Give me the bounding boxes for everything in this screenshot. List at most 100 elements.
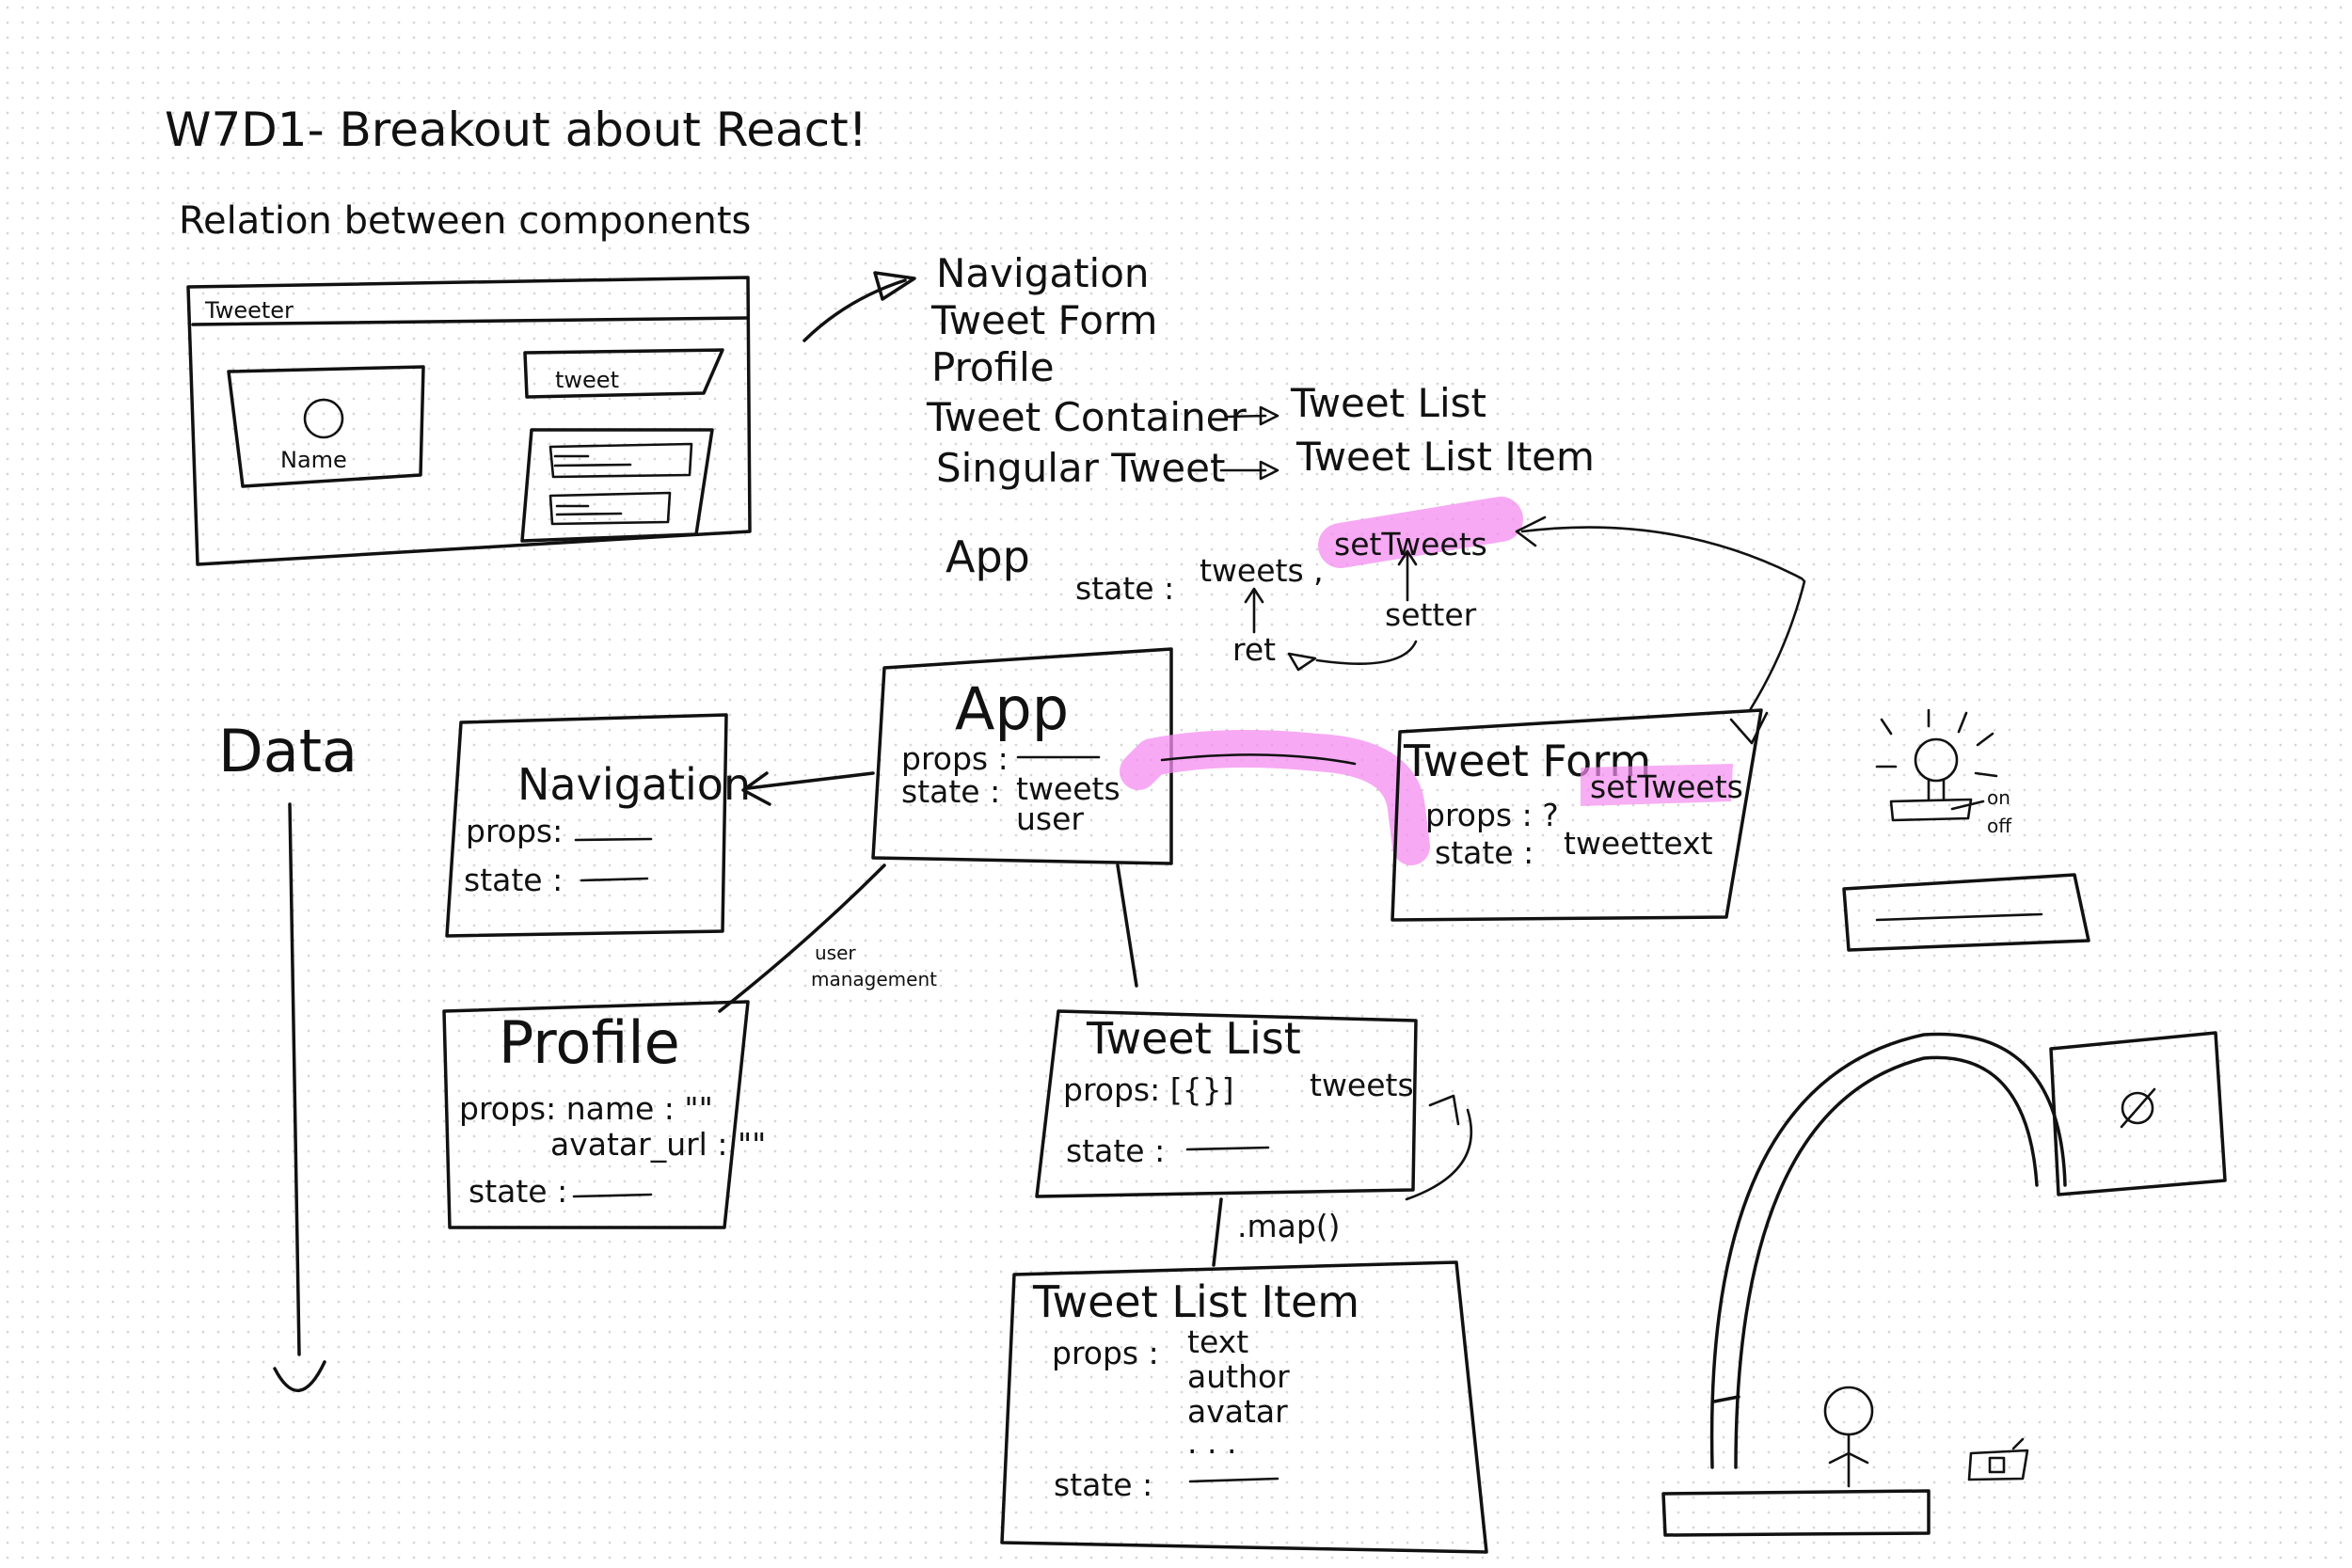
mockup-profile-name: Name [280,447,347,473]
app-to-profile-edge [718,863,886,1013]
arrow-head [1287,652,1317,672]
empty-value-line [580,877,649,882]
app-box-state-value: user [1016,800,1084,837]
lightbulb-icon [1914,737,1959,783]
empty-value-line [1185,1146,1270,1151]
tweet-list-item-props-value: author [1187,1358,1290,1395]
ui-mockup-sketch: Tweeter Name tweet [186,276,752,566]
set-tweets-flow-line [1160,753,1357,766]
setter-highlight [1318,497,1523,568]
state-note-ret: ret [1232,631,1276,668]
app-to-tweet-list-edge [1116,863,1138,988]
light-rays [1875,708,1998,778]
edge-label-management: management [811,968,937,990]
component-list: Navigation Tweet Form Profile Tweet Cont… [926,250,1595,491]
state-note-app-label: App [946,531,1030,582]
ball-icon [2121,1091,2154,1125]
arrow-head [1515,515,1547,547]
tweet-list-item-props-value: . . . [1187,1424,1236,1461]
navigation-component-box: Navigation props: state : [445,713,751,938]
tweet-list-box-props-value: tweets [1310,1067,1414,1103]
tweet-list-item-component-box: Tweet List Item props : text author avat… [1000,1260,1488,1554]
tweet-form-to-setter-edge [1520,526,1806,712]
app-box-state: state : [901,773,1000,810]
mockup-tweet-item [548,491,672,526]
mockup-tweet-input [523,348,724,399]
empty-value-line [574,837,653,842]
arrow-head [1729,711,1769,745]
stick-figure-body [1828,1433,1869,1488]
app-box-title: App [955,674,1069,743]
app-component-box: App props : state : tweets user [871,647,1173,865]
profile-box-state: state : [469,1173,567,1210]
mockup-window [186,276,752,566]
tweet-list-item-box-props: props : [1052,1335,1159,1371]
toggle-off-label: off [1987,815,2012,837]
data-flow-line [288,802,301,1356]
component-rename: Tweet List Item [1295,434,1595,480]
data-flow-arrowhead [273,1360,326,1392]
navigation-box-state: state : [464,862,563,898]
navigation-box-outline [445,713,728,938]
mockup-app-label: Tweeter [204,297,294,324]
basketball-hoop-sketch [1661,1031,2227,1537]
tweet-list-box-state: state : [1066,1132,1165,1169]
mockup-tweet-list [520,428,714,543]
state-note-setter: setter [1385,596,1477,633]
tweet-list-item-props-value: text [1187,1323,1248,1360]
board-title: W7D1- Breakout about React! [165,103,867,157]
rename-arrow [1219,460,1279,481]
lightbulb-base [1927,779,1946,801]
navigation-box-props: props: [466,813,563,849]
score-box-mark [1988,1437,2025,1474]
hoop-band [1712,1395,1740,1403]
component-rename: Tweet List [1290,380,1486,426]
tweet-form-box-props: props : ? [1425,797,1559,833]
tweet-list-item-box-state: state : [1054,1466,1152,1503]
hoop-arc-outer [1709,1032,2067,1469]
arrow-head [873,271,916,301]
app-box-state-value: tweets [1016,770,1120,807]
ball-slash [2120,1087,2156,1129]
profile-box-props-extra: avatar_url : "" [550,1126,766,1163]
empty-value-line [572,1193,653,1198]
tweet-list-component-box: Tweet List props: [{}] tweets state : [1035,1009,1418,1198]
navigation-box-title: Navigation [517,759,751,810]
mockup-profile-card [227,365,425,488]
tweet-list-to-item-edge [1212,1197,1223,1267]
tweet-form-box-outline [1391,708,1763,922]
profile-box-props: props: name : "" [459,1090,713,1127]
setter-arrow [1397,549,1418,602]
tweet-list-self-loop [1405,1108,1473,1201]
backboard [2049,1031,2227,1196]
profile-component-box: Profile props: name : "" avatar_url : ""… [442,1000,766,1229]
component-list-item: Profile [931,344,1055,390]
board-subtitle: Relation between components [179,199,751,243]
toggle-lever [1950,800,1985,811]
arrow-to-component-list [803,278,907,342]
tweet-list-box-title: Tweet List [1086,1013,1301,1064]
setter-to-ret-curve [1315,640,1418,665]
toggle-on-label: on [1987,786,2010,809]
state-note-tweets: tweets , [1200,552,1324,589]
arrow-head [1428,1094,1460,1126]
tweet-form-box-state-value: tweettext [1564,825,1713,862]
score-box [1967,1449,2029,1481]
stick-figure-head [1823,1386,1874,1436]
hoop-arc-inner [1734,1055,2039,1469]
edge-label-user: user [815,942,856,964]
rename-arrow [1226,405,1279,426]
component-list-item: Navigation [936,250,1150,296]
mockup-tweet-text-lines [553,454,632,467]
tweet-list-item-box-outline [1000,1260,1488,1554]
mockup-avatar-icon [303,398,344,439]
empty-value-line [1188,1477,1279,1483]
tweet-form-setter-highlight [1581,764,1733,806]
tweet-list-box-outline [1035,1009,1418,1198]
profile-box-title: Profile [499,1008,680,1077]
component-list-item: Tweet Form [930,297,1157,343]
state-note: App state : tweets , setTweets ret sette… [946,497,1523,672]
mockup-tweet-input-label: tweet [555,367,619,393]
mockup-tweet-text-lines [555,504,623,516]
